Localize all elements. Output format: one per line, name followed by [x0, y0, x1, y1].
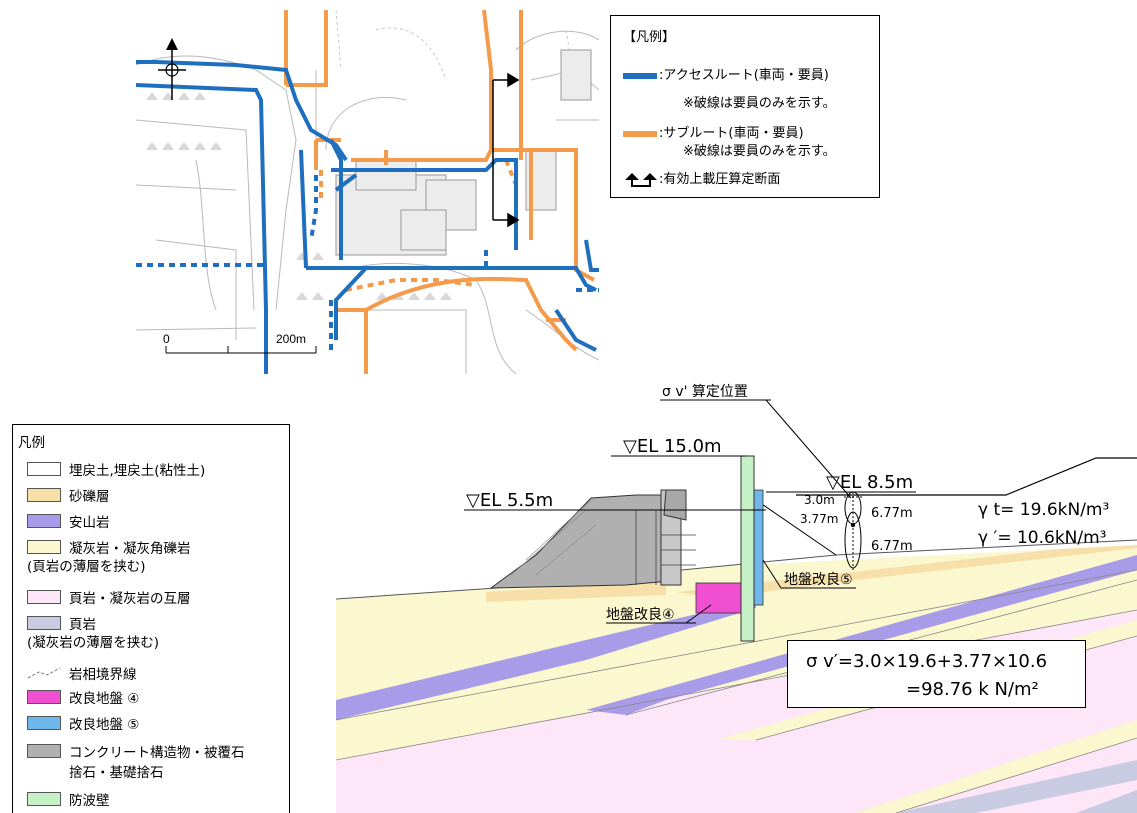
- route-map: 0 200m: [136, 10, 599, 374]
- boundary-line-icon: [27, 667, 61, 679]
- access-route-swatch: [623, 72, 657, 79]
- legend-sub-route: :サブルート(車両・要員): [623, 122, 804, 141]
- legend-shale: 頁岩: [27, 613, 96, 633]
- gamma-prime-label: γ ′= 10.6kN/m³: [978, 528, 1107, 548]
- sub-note: ※破線は要員のみを示す。: [683, 144, 836, 159]
- route-legend-title: 【凡例】: [623, 30, 676, 45]
- legend-label: 頁岩: [69, 617, 96, 633]
- gamma-t-label: γ t= 19.6kN/m³: [978, 500, 1109, 520]
- scale-zero-label: 0: [163, 332, 170, 346]
- legend-label: 砂礫層: [69, 489, 110, 505]
- sigma-position-label: σ v' 算定位置: [662, 384, 748, 400]
- el-55-label: ▽EL 5.5m: [466, 490, 553, 511]
- swatch: [27, 690, 61, 704]
- legend-section-marker: :有効上載圧算定断面: [623, 168, 780, 188]
- formula-line-1: σ v′=3.0×19.6+3.77×10.6: [806, 651, 1048, 672]
- dim-6-77-a: 6.77m: [871, 506, 913, 521]
- access-route-label: :アクセスルート(車両・要員): [659, 68, 829, 83]
- section-arrows-icon: [625, 172, 657, 187]
- geology-legend-title: 凡例: [18, 435, 45, 451]
- legend-boundary-line: 岩相境界線: [27, 663, 137, 683]
- improve-4-label: 地盤改良④: [606, 607, 675, 623]
- swatch: [27, 616, 61, 630]
- legend-andesite: 安山岩: [27, 511, 110, 531]
- dim-3-0: 3.0m: [804, 493, 835, 507]
- sub-route-swatch: [623, 130, 657, 137]
- legend-label: 改良地盤 ⑤: [69, 717, 140, 733]
- access-note: ※破線は要員のみを示す。: [683, 96, 836, 111]
- legend-improved-5: 改良地盤 ⑤: [27, 713, 139, 733]
- swatch: [27, 540, 61, 554]
- legend-label: 岩相境界線: [69, 667, 137, 683]
- legend-gravel: 砂礫層: [27, 485, 110, 505]
- swatch: [27, 462, 61, 476]
- legend-label: コンクリート構造物・被覆石: [69, 745, 245, 761]
- dim-6-77-b: 6.77m: [871, 539, 913, 554]
- sub-route-label: :サブルート(車両・要員): [659, 126, 804, 141]
- swatch: [27, 488, 61, 502]
- scale-bar: 0 200m: [163, 332, 317, 354]
- legend-label: 防波壁: [69, 793, 110, 809]
- swatch: [27, 792, 61, 806]
- swatch: [27, 716, 61, 730]
- north-arrow-icon: [158, 38, 186, 100]
- el-85-label: ▽EL 8.5m: [826, 472, 913, 493]
- legend-sublabel: (頁岩の薄層を挟む): [27, 559, 146, 575]
- legend-label: 改良地盤 ④: [69, 691, 140, 707]
- cross-section: σ v' 算定位置 ▽EL 15.0m ▽EL 8.5m ▽EL 5.5m 3.…: [336, 384, 1137, 813]
- legend-shale-tuff: 頁岩・凝灰岩の互層: [27, 587, 191, 607]
- improve-5-label: 地盤改良⑤: [784, 572, 853, 588]
- formula-line-2: =98.76 k N/m²: [906, 679, 1039, 700]
- legend-tuff: 凝灰岩・凝灰角礫岩: [27, 537, 191, 557]
- section-marker-label: :有効上載圧算定断面: [659, 172, 781, 187]
- legend-improved-4: 改良地盤 ④: [27, 687, 139, 707]
- swatch: [27, 590, 61, 604]
- el-15-label: ▽EL 15.0m: [623, 436, 722, 457]
- legend-label: 頁岩・凝灰岩の互層: [69, 591, 191, 607]
- route-legend: 【凡例】 :アクセスルート(車両・要員) ※破線は要員のみを示す。 :サブルート…: [610, 15, 880, 198]
- legend-sublabel: (凝灰岩の薄層を挟む): [27, 635, 160, 651]
- legend-seawall: 防波壁: [27, 789, 110, 809]
- legend-label: 凝灰岩・凝灰角礫岩: [69, 541, 191, 557]
- legend-fill-soil: 埋戻土,埋戻土(粘性土): [27, 459, 205, 479]
- geology-legend: 凡例 埋戻土,埋戻土(粘性土) 砂礫層 安山岩 凝灰岩・凝灰角礫岩 (頁岩の薄層…: [12, 424, 290, 813]
- legend-access-route: :アクセスルート(車両・要員): [623, 64, 829, 83]
- swatch: [27, 744, 61, 758]
- swatch: [27, 514, 61, 528]
- legend-label: 安山岩: [69, 515, 110, 531]
- scale-end-label: 200m: [276, 332, 306, 346]
- legend-sublabel: 捨石・基礎捨石: [69, 765, 164, 781]
- legend-concrete: コンクリート構造物・被覆石: [27, 741, 245, 761]
- dim-3-77: 3.77m: [800, 512, 838, 526]
- legend-label: 埋戻土,埋戻土(粘性土): [69, 463, 206, 479]
- formula-box: σ v′=3.0×19.6+3.77×10.6 =98.76 k N/m²: [787, 640, 1086, 708]
